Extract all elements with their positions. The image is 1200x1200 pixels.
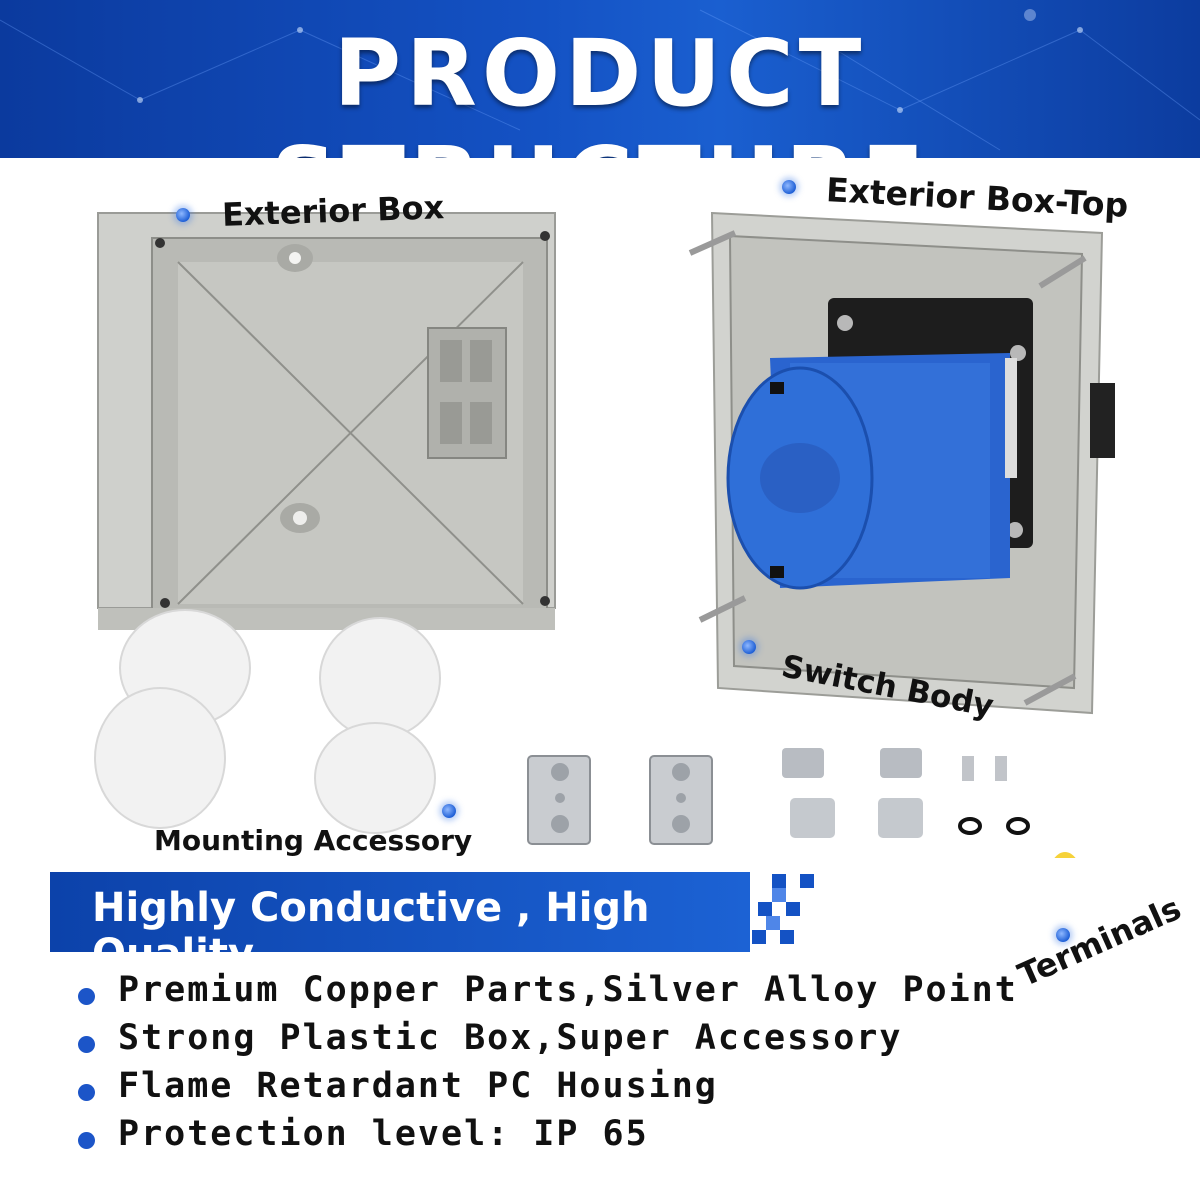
- bullet-icon: [78, 1036, 95, 1053]
- terminal-image: [1054, 852, 1076, 858]
- product-illustration: [94, 211, 1115, 858]
- switch-body-dot: [742, 640, 756, 654]
- header-banner: PRODUCT STRUCTURE: [0, 0, 1200, 158]
- label-terminals: Terminals: [1012, 888, 1187, 995]
- bullet-icon: [78, 988, 95, 1005]
- bullet-icon: [78, 1084, 95, 1101]
- network-decoration: [0, 9, 1200, 151]
- bullet-icon: [78, 1132, 95, 1149]
- mounting-plates-image: [527, 755, 713, 845]
- banner-text: Highly Conductive , High Quality: [92, 885, 650, 977]
- page-title: PRODUCT STRUCTURE: [271, 20, 924, 158]
- feature-text: Strong Plastic Box,Super Accessory: [118, 1018, 903, 1058]
- mounting-accessory-dot: [442, 804, 456, 818]
- feature-text: Flame Retardant PC Housing: [118, 1066, 718, 1106]
- label-mounting-accessory: Mounting Accessory: [154, 824, 473, 857]
- exterior-box-image: [97, 212, 556, 630]
- quality-banner: Highly Conductive , High Quality: [50, 872, 750, 977]
- screws-image: [782, 748, 1030, 838]
- feature-text: Protection level: IP 65: [118, 1114, 649, 1154]
- feature-text: Premium Copper Parts,Silver Alloy Point: [118, 970, 1018, 1010]
- label-exterior-box: Exterior Box: [221, 188, 445, 234]
- grommets-image: [94, 609, 441, 834]
- exterior-box-top-dot: [782, 180, 796, 194]
- exterior-box-top-image: [688, 211, 1115, 715]
- checker-flag-icon: [752, 874, 814, 944]
- exterior-box-dot: [176, 208, 190, 222]
- terminals-dot: [1056, 928, 1070, 942]
